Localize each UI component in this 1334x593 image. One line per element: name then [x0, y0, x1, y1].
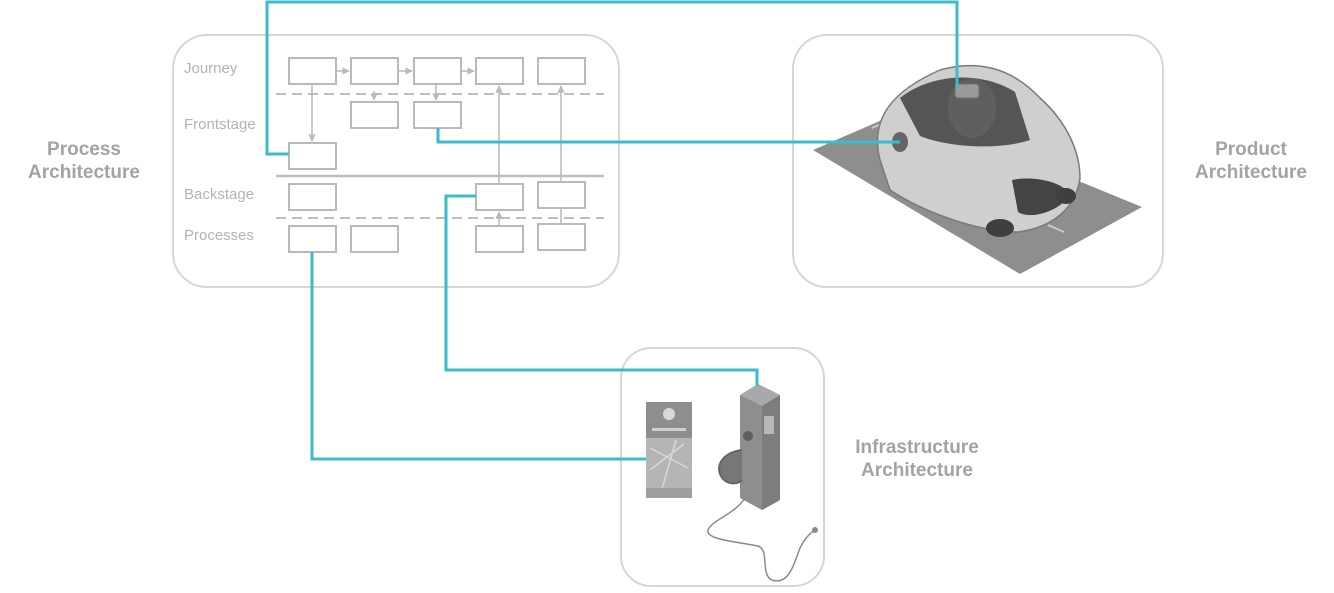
lane-label-backstage: Backstage [184, 186, 255, 203]
connector-frontstage-to-car-door [436, 128, 900, 144]
process-step-4 [537, 223, 586, 251]
journey-step-4 [475, 57, 524, 85]
product-architecture-label-line1: Product [1215, 139, 1287, 160]
lane-label-processes: Processes [184, 227, 255, 244]
connector-process-to-app [310, 252, 646, 461]
frontstage-step-2 [413, 101, 462, 129]
process-architecture-label-line1: Process [47, 139, 121, 160]
infrastructure-architecture-label-line2: Architecture [861, 460, 973, 481]
process-architecture-label: Process Architecture [14, 138, 154, 184]
process-architecture-label-line2: Architecture [28, 162, 140, 183]
infrastructure-architecture-frame [620, 347, 825, 587]
mobile-app-icon [646, 402, 692, 498]
connector-frontstage-to-car-roof [265, 0, 959, 156]
product-architecture-label-line2: Architecture [1195, 162, 1307, 183]
backstage-step-1 [288, 183, 337, 211]
process-architecture-frame [172, 34, 620, 288]
blueprint-arrows [308, 67, 565, 226]
product-architecture-frame [792, 34, 1164, 288]
process-step-2 [350, 225, 399, 253]
backstage-step-3 [537, 181, 586, 209]
charging-station-icon [707, 384, 818, 582]
connectors [265, 0, 959, 461]
journey-step-1 [288, 57, 337, 85]
lane-label-frontstage: Frontstage [184, 116, 256, 133]
electric-car-icon [813, 64, 1142, 274]
process-step-1 [288, 225, 337, 253]
blueprint-steps [288, 57, 586, 253]
journey-step-2 [350, 57, 399, 85]
frontstage-step-3 [288, 142, 337, 170]
blueprint-separators [276, 93, 604, 219]
journey-step-3 [413, 57, 462, 85]
infrastructure-architecture-label: Infrastructure Architecture [836, 436, 998, 482]
journey-step-5 [537, 57, 586, 85]
backstage-step-2 [475, 183, 524, 211]
infrastructure-architecture-label-line1: Infrastructure [855, 437, 979, 458]
lane-label-journey: Journey [184, 60, 238, 77]
frontstage-step-1 [350, 101, 399, 129]
connector-backstage-to-station [444, 194, 759, 386]
product-architecture-label: Product Architecture [1181, 138, 1321, 184]
process-step-3 [475, 225, 524, 253]
